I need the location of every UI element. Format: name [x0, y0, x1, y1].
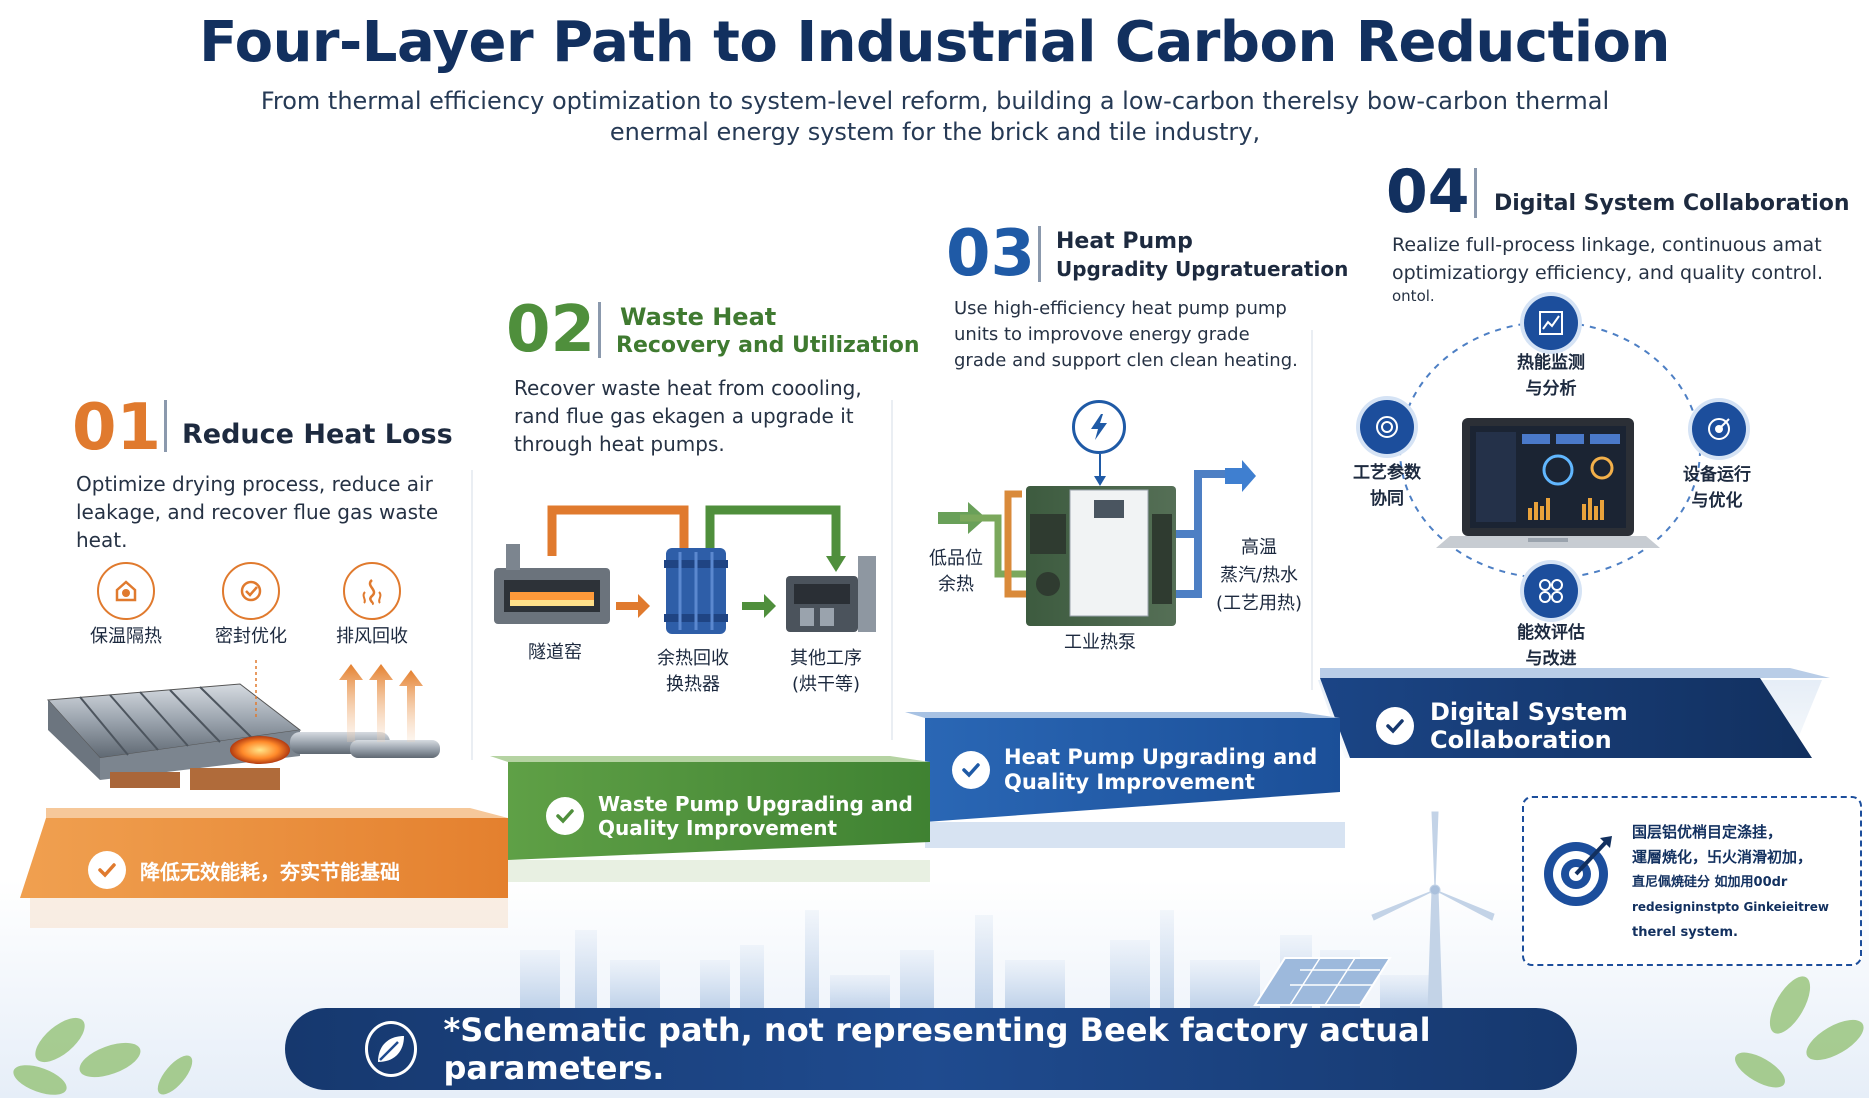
flow-label: 余热回收 换热器 — [657, 648, 729, 695]
node-label: 设备运行 与优化 — [1683, 465, 1751, 511]
chart-icon — [1524, 296, 1578, 350]
layer-2-heading-line1: Waste Heat — [620, 303, 777, 331]
tunnel-kiln-illustration — [46, 660, 440, 790]
layer-4-number: 04 — [1386, 157, 1470, 227]
icon-label: 密封优化 — [215, 626, 287, 647]
icon-label: 保温隔热 — [90, 626, 162, 647]
input-label: 低品位 余热 — [929, 548, 983, 595]
leaves-right — [1735, 976, 1864, 1088]
step-3-banner: Heat Pump Upgrading and Quality Improvem… — [952, 744, 1332, 796]
step-2-shape — [508, 762, 930, 860]
exhaust-icon — [343, 562, 401, 620]
step-4-label: Digital System Collaboration — [1430, 698, 1628, 754]
flow-label: 其他工序 (烘干等) — [790, 648, 862, 695]
waste-heat-flow-diagram — [494, 505, 876, 634]
layer-1-heading: Reduce Heat Loss — [182, 419, 453, 450]
insulation-icon — [97, 562, 155, 620]
lightning-icon — [1072, 400, 1126, 454]
step-4-shape — [1320, 678, 1812, 758]
grid-icon — [1524, 564, 1578, 618]
output-label: 高温 蒸汽/热水 (工艺用热) — [1215, 537, 1303, 614]
device-label: 工业热泵 — [1064, 632, 1136, 653]
note-box: 国层铝优梢目定涤挂， 運層焼化，卐火消滑初加， 直尼佩焼硅分 如加用00dr r… — [1522, 796, 1862, 966]
check-icon — [546, 797, 584, 835]
layer-3-heading-line1: Heat Pump — [1056, 229, 1193, 254]
tunnel-kiln-icon — [494, 544, 610, 624]
flow-label: 隧道窑 — [528, 642, 582, 663]
layer-3-heading-line2: Upgradity Upgratueration — [1056, 257, 1349, 281]
check-icon — [88, 851, 126, 889]
layer-1-number: 01 — [72, 391, 162, 465]
divider — [164, 400, 167, 452]
divider — [598, 302, 601, 358]
process-unit-icon — [786, 556, 876, 632]
step-4-banner: Digital System Collaboration — [1376, 698, 1816, 754]
step-2-banner: Waste Pump Upgrading and Quality Improve… — [546, 790, 926, 842]
layer-2-number: 02 — [506, 293, 596, 367]
seal-icon — [222, 562, 280, 620]
stair-steps — [20, 668, 1830, 928]
step-3-label-line2: Quality Improvement — [1004, 770, 1255, 794]
check-icon — [952, 751, 990, 789]
layer-2-description: Recover waste heat from coooling, rand f… — [514, 376, 862, 456]
step-2-label-line1: Waste Pump Upgrading and — [598, 792, 913, 816]
target-icon — [1538, 832, 1618, 916]
gauge-icon — [1360, 400, 1414, 454]
page-subtitle: From thermal efficiency optimization to … — [260, 87, 1610, 146]
step-1-banner: 降低无效能耗，夯实节能基础 — [88, 848, 508, 892]
laptop-dashboard — [1436, 418, 1660, 548]
step-1-shape — [20, 818, 508, 898]
node-label: 热能监测 与分析 — [1517, 353, 1585, 399]
node-label: 工艺参数 协同 — [1353, 463, 1421, 509]
step-3-shape — [925, 718, 1340, 822]
check-icon — [1376, 707, 1414, 745]
note-text: 国层铝优梢目定涤挂， 運層焼化，卐火消滑初加， 直尼佩焼硅分 如加用00dr r… — [1632, 823, 1830, 940]
leaf-icon — [365, 1021, 418, 1077]
step-2-label-line2: Quality Improvement — [598, 816, 838, 840]
divider — [1038, 226, 1041, 282]
layer-2-heading-line2: Recovery and Utilization — [616, 333, 920, 358]
step-3-label-line1: Heat Pump Upgrading and — [1004, 745, 1318, 769]
layer-1-description: Optimize drying process, reduce air leak… — [76, 472, 439, 552]
footer-banner: *Schematic path, not representing Beek f… — [285, 1008, 1577, 1090]
divider — [1474, 168, 1477, 218]
step-1-label: 降低无效能耗，夯实节能基础 — [140, 859, 400, 884]
heat-exchanger-icon — [664, 548, 728, 634]
layer-4-description: Realize full-process linkage, continuous… — [1392, 234, 1823, 305]
layer-3-description: Use high-efficiency heat pump pump units… — [954, 298, 1298, 371]
solar-panel — [1253, 957, 1392, 1006]
page-title: Four-Layer Path to Industrial Carbon Red… — [199, 10, 1670, 75]
heat-pump-illustration — [938, 454, 1256, 626]
footer-text: *Schematic path, not representing Beek f… — [443, 1011, 1431, 1087]
icon-label: 排风回收 — [336, 626, 408, 647]
leaves-left — [13, 1017, 193, 1095]
heat-arrows — [339, 664, 423, 742]
node-label: 能效评估 与改进 — [1517, 623, 1585, 669]
layer-4-heading: Digital System Collaboration — [1494, 191, 1850, 216]
layer-3-number: 03 — [946, 217, 1036, 291]
target-icon — [1692, 402, 1746, 456]
city-skyline — [520, 910, 1440, 1010]
wind-turbine — [1371, 811, 1495, 1011]
